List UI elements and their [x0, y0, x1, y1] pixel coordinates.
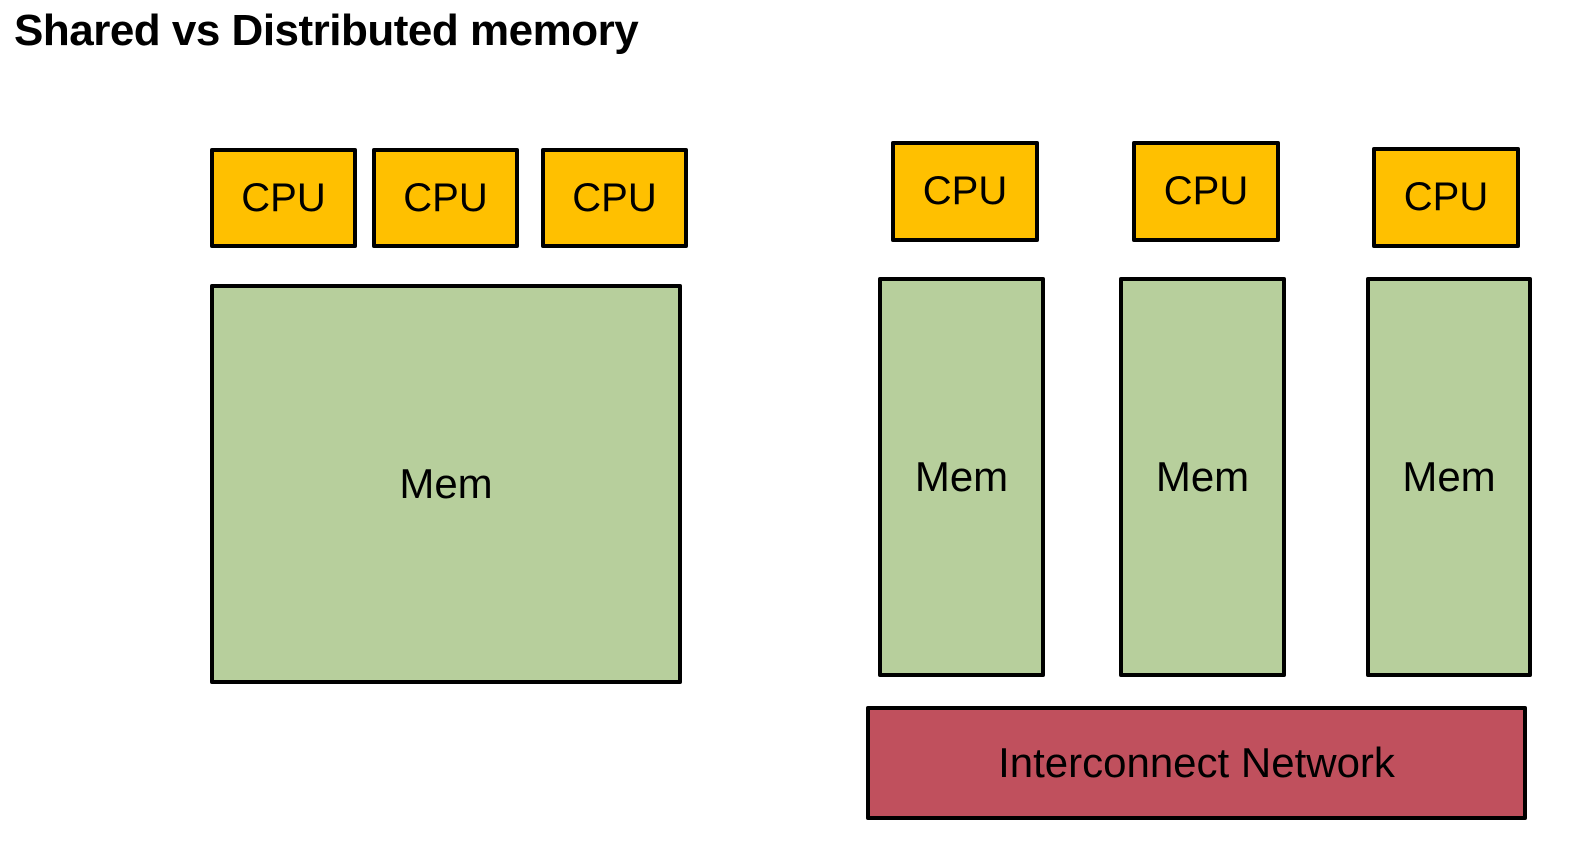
distributed-cpu-2: CPU [1132, 141, 1280, 242]
shared-cpu-1: CPU [210, 148, 357, 248]
distributed-cpu-1: CPU [891, 141, 1039, 242]
distributed-memory-3: Mem [1366, 277, 1532, 677]
interconnect-network: Interconnect Network [866, 706, 1527, 820]
shared-cpu-2: CPU [372, 148, 519, 248]
shared-cpu-3: CPU [541, 148, 688, 248]
distributed-memory-2: Mem [1119, 277, 1286, 677]
slide-title: Shared vs Distributed memory [14, 6, 639, 55]
shared-memory-block: Mem [210, 284, 682, 684]
distributed-cpu-3: CPU [1372, 147, 1520, 248]
distributed-memory-1: Mem [878, 277, 1045, 677]
